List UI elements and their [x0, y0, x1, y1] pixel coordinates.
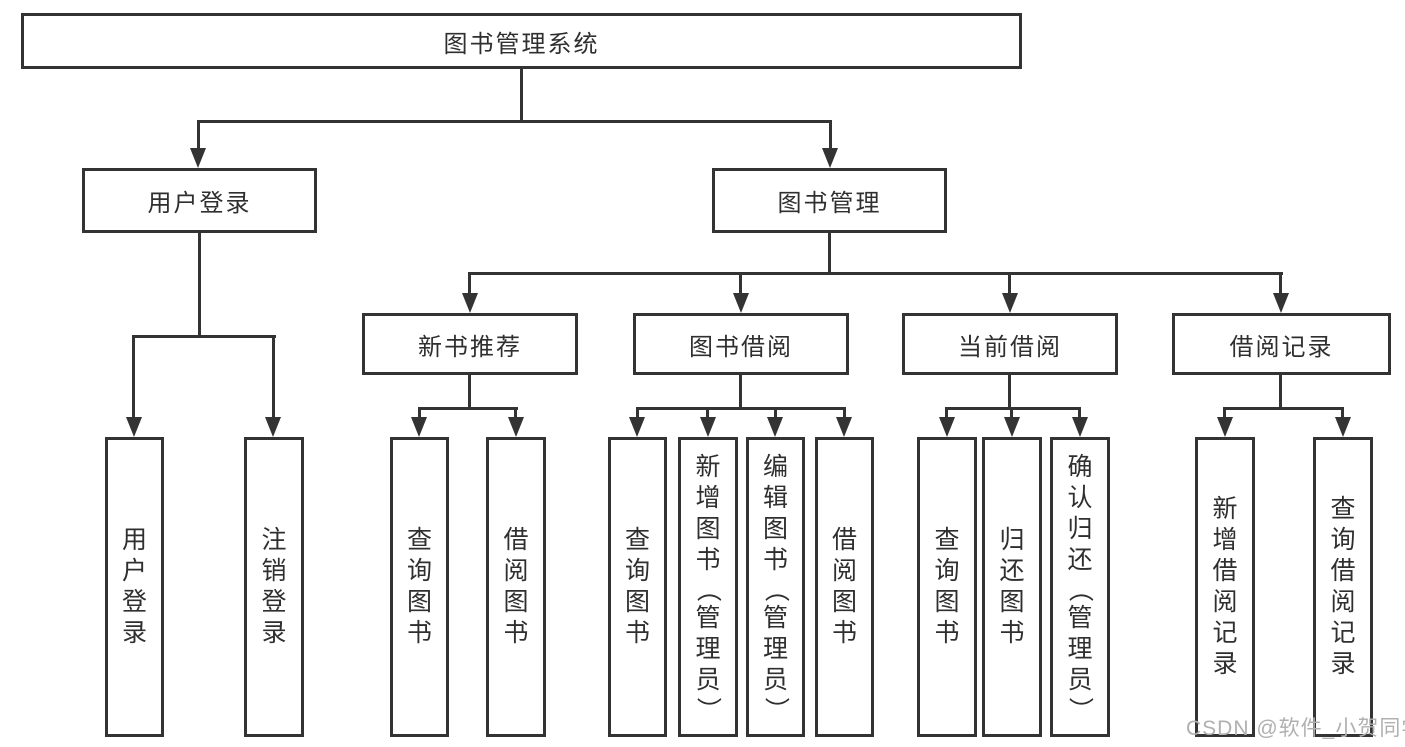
connector-line — [468, 272, 471, 295]
connector-line — [829, 120, 832, 152]
connector-line — [945, 407, 1081, 410]
node-current-borrow-label: 当前借阅 — [958, 333, 1062, 361]
connector-line — [706, 407, 709, 419]
connector-line — [418, 407, 421, 419]
node-book-borrow-label: 图书借阅 — [689, 333, 793, 361]
node-new-book-recommend-label: 新书推荐 — [418, 333, 522, 361]
connector-line — [272, 335, 275, 419]
leaf-borrow-book-label: 借阅图书 — [831, 526, 857, 647]
connector-line — [1078, 407, 1081, 419]
connector-line — [636, 407, 846, 410]
watermark-text: CSDN @软件_小贺同学 — [1186, 717, 1405, 740]
connector-line — [198, 233, 201, 335]
connector-line — [774, 407, 777, 419]
leaf-borrow-query-book-label: 查询图书 — [624, 526, 650, 647]
node-root-label: 图书管理系统 — [443, 30, 600, 58]
connector-line — [418, 407, 518, 410]
leaf-recommend-borrow-book-label: 借阅图书 — [503, 526, 529, 647]
node-borrow-records-label: 借阅记录 — [1229, 333, 1334, 361]
connector-line — [1223, 407, 1226, 419]
leaf-confirm-return-admin-label: 确认归还（管理员） — [1066, 452, 1095, 722]
connector-line — [520, 69, 523, 120]
arrow-down-icon — [836, 417, 852, 437]
connector-line — [1279, 272, 1282, 295]
arrow-down-icon — [733, 293, 749, 313]
arrow-down-icon — [629, 417, 645, 437]
arrow-down-icon — [1002, 293, 1018, 313]
node-root: 图书管理系统 — [21, 13, 1022, 69]
connector-line — [132, 335, 276, 338]
arrow-down-icon — [190, 148, 206, 168]
connector-line — [197, 120, 200, 152]
arrow-down-icon — [411, 417, 427, 437]
leaf-query-borrow-record-label: 查询借阅记录 — [1330, 495, 1356, 678]
leaf-add-borrow-record: 新增借阅记录 — [1195, 437, 1255, 737]
leaf-add-book-admin: 新增图书（管理员） — [678, 437, 738, 737]
connector-line — [468, 375, 471, 407]
connector-line — [468, 272, 1283, 275]
leaf-add-borrow-record-label: 新增借阅记录 — [1212, 495, 1238, 678]
arrow-down-icon — [1072, 417, 1088, 437]
arrow-down-icon — [508, 417, 524, 437]
connector-line — [1010, 407, 1013, 419]
connector-line — [514, 407, 517, 419]
leaf-edit-book-admin: 编辑图书（管理员） — [746, 437, 805, 737]
arrow-down-icon — [126, 417, 142, 437]
leaf-recommend-query-book: 查询图书 — [390, 437, 449, 737]
node-book-borrow: 图书借阅 — [633, 313, 849, 375]
leaf-recommend-query-book-label: 查询图书 — [406, 526, 432, 647]
leaf-edit-book-admin-label: 编辑图书（管理员） — [761, 452, 790, 722]
leaf-query-borrow-record: 查询借阅记录 — [1313, 437, 1373, 737]
leaf-borrow-query-book: 查询图书 — [608, 437, 667, 737]
leaf-recommend-borrow-book: 借阅图书 — [486, 437, 546, 737]
node-new-book-recommend: 新书推荐 — [362, 313, 578, 375]
connector-line — [1279, 375, 1282, 407]
connector-line — [739, 272, 742, 295]
leaf-borrow-book: 借阅图书 — [815, 437, 874, 737]
leaf-current-query-book: 查询图书 — [917, 437, 977, 737]
arrow-down-icon — [462, 293, 478, 313]
leaf-logout: 注销登录 — [244, 437, 304, 737]
arrow-down-icon — [700, 417, 716, 437]
node-user-login-label: 用户登录 — [147, 190, 252, 217]
leaf-add-book-admin-label: 新增图书（管理员） — [694, 452, 723, 722]
connector-line — [1223, 407, 1344, 410]
node-user-login: 用户登录 — [82, 168, 317, 233]
node-borrow-records: 借阅记录 — [1172, 313, 1391, 375]
leaf-confirm-return-admin: 确认归还（管理员） — [1050, 437, 1110, 737]
connector-line — [843, 407, 846, 419]
leaf-return-book: 归还图书 — [982, 437, 1042, 737]
arrow-down-icon — [265, 417, 281, 437]
connector-line — [197, 120, 832, 123]
arrow-down-icon — [767, 417, 783, 437]
leaf-return-book-label: 归还图书 — [999, 526, 1025, 647]
node-book-management: 图书管理 — [712, 168, 947, 233]
leaf-current-query-book-label: 查询图书 — [934, 526, 960, 647]
connector-line — [739, 375, 742, 407]
leaf-user-login-label: 用户登录 — [121, 526, 147, 647]
connector-line — [1008, 375, 1011, 407]
connector-line — [636, 407, 639, 419]
connector-line — [1008, 272, 1011, 295]
leaf-logout-label: 注销登录 — [261, 526, 287, 647]
node-book-management-label: 图书管理 — [777, 190, 882, 217]
arrow-down-icon — [1004, 417, 1020, 437]
arrow-down-icon — [1335, 417, 1351, 437]
connector-line — [828, 233, 831, 272]
arrow-down-icon — [822, 148, 838, 168]
connector-line — [945, 407, 948, 419]
leaf-user-login: 用户登录 — [105, 437, 164, 737]
connector-line — [132, 335, 135, 419]
arrow-down-icon — [939, 417, 955, 437]
arrow-down-icon — [1273, 293, 1289, 313]
node-current-borrow: 当前借阅 — [902, 313, 1118, 375]
connector-line — [1341, 407, 1344, 419]
arrow-down-icon — [1217, 417, 1233, 437]
